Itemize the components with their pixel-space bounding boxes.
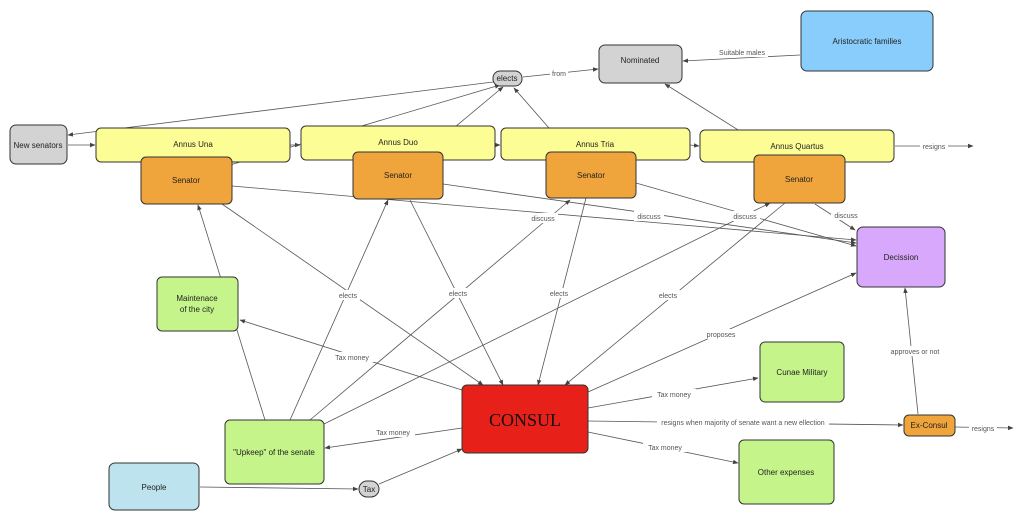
text-tax: Tax — [363, 485, 375, 494]
label-tax-money-upkeep: Tax money — [376, 430, 410, 437]
label-resigns-quartus: resigns — [923, 144, 946, 151]
text-annus-duo: Annus Duo — [378, 138, 418, 147]
label-from: from — [552, 71, 566, 78]
text-decission: Decission — [884, 253, 919, 262]
text-people: People — [142, 483, 167, 492]
text-elects: elects — [497, 74, 518, 83]
label-tax-money-military: Tax money — [657, 392, 691, 399]
text-annus-tria: Annus Tria — [576, 140, 615, 149]
text-annus-quartus: Annus Quartus — [770, 142, 823, 151]
node-nominated — [598, 44, 683, 84]
label-resigns-exconsul: resigns — [972, 426, 995, 433]
label-discuss-1: discuss — [531, 216, 555, 223]
label-resigns-when: resigns when majority of senate want a n… — [661, 420, 825, 427]
edge-elects-new-senators — [67, 81, 494, 137]
label-elects-4: elects — [659, 293, 678, 300]
text-senator-3: Senator — [577, 171, 605, 180]
text-upkeep: "Upkeep" of the senate — [233, 448, 315, 457]
text-aristocratic-families: Aristocratic families — [833, 37, 902, 46]
edge-families-nominated — [682, 54, 801, 63]
label-discuss-4: discuss — [834, 213, 858, 220]
edge-tax-consul — [378, 448, 463, 485]
edge-upkeep-senator4 — [323, 202, 771, 425]
label-suitable-males: Suitable males — [719, 50, 765, 57]
label-discuss-3: discuss — [733, 214, 757, 221]
edge-upkeep-senator3 — [309, 199, 571, 421]
label-tax-money-other: Tax money — [648, 445, 682, 452]
node-aristocratic-families — [800, 10, 934, 72]
node-senator-3 — [545, 151, 637, 199]
node-senator-2 — [352, 151, 444, 200]
node-consul — [461, 384, 589, 454]
text-nominated: Nominated — [621, 56, 660, 65]
node-maintenance — [156, 276, 239, 332]
node-senator-1 — [140, 156, 233, 205]
node-other-expenses — [738, 439, 835, 505]
text-other-expenses: Other expenses — [758, 468, 814, 477]
text-new-senators: New senators — [14, 141, 63, 150]
text-senator-1: Senator — [172, 176, 200, 185]
edge-labels: Suitable males from resigns discuss disc… — [330, 47, 997, 452]
node-ex-consul — [903, 414, 956, 437]
node-elects — [492, 70, 523, 87]
node-senator-4 — [753, 154, 846, 204]
label-elects-2: elects — [449, 291, 468, 298]
text-senator-4: Senator — [785, 175, 813, 184]
node-upkeep — [224, 419, 325, 485]
text-cunae-military: Cunae Military — [776, 368, 827, 377]
node-new-senators — [9, 124, 68, 165]
edge-upkeep-senator2 — [289, 199, 389, 421]
node-cunae-military — [759, 341, 845, 403]
text-ex-consul: Ex-Consul — [911, 421, 948, 430]
text-maintenance-2: of the city — [180, 305, 214, 314]
label-tax-money-maintenance: Tax money — [335, 355, 369, 362]
label-elects-1: elects — [339, 293, 358, 300]
label-discuss-2: discuss — [637, 214, 661, 221]
edge-consul-upkeep — [324, 427, 463, 450]
edge-tria-quartus — [689, 143, 700, 148]
label-proposes: proposes — [707, 332, 736, 339]
node-people — [108, 462, 200, 511]
edge-people-tax — [199, 486, 359, 492]
text-maintenance-1: Maintenace — [176, 294, 218, 303]
node-labels: Aristocratic families Nominated elects N… — [14, 37, 948, 494]
node-decission — [856, 226, 946, 288]
nodes — [9, 10, 956, 511]
label-elects-3: elects — [550, 291, 569, 298]
text-consul: CONSUL — [489, 410, 561, 430]
node-tax — [358, 480, 380, 498]
label-approves-or-not: approves or not — [891, 349, 940, 356]
text-senator-2: Senator — [384, 171, 412, 180]
text-annus-una: Annus Una — [173, 140, 213, 149]
